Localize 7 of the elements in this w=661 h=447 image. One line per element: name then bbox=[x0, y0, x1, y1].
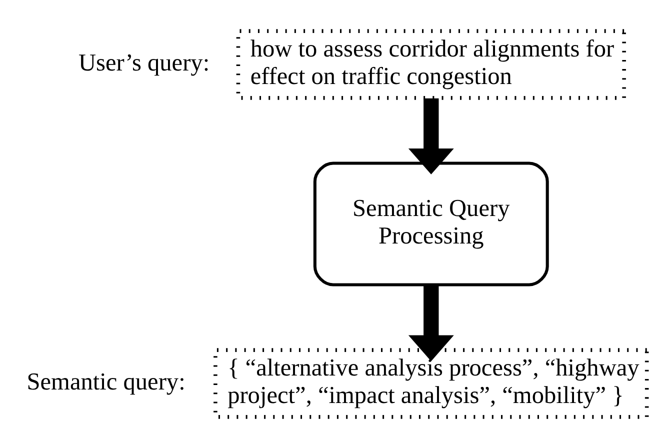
node-label: User’s query: bbox=[78, 48, 210, 76]
arrow bbox=[408, 98, 454, 174]
arrow bbox=[408, 284, 454, 361]
node-label: Semantic query: bbox=[26, 368, 186, 395]
node-box: { “alternative analysis process”, “highway project”, “impact analysis”, “mobility” } bbox=[214, 348, 649, 418]
node-box: Semantic Query Processing bbox=[313, 161, 549, 286]
node-box: how to assess corridor alignments for effect on traffic congestion bbox=[236, 28, 626, 100]
